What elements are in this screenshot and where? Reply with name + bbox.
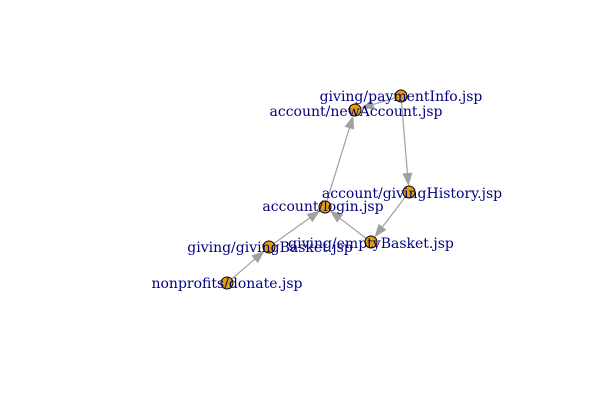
edges-layer (231, 97, 413, 280)
arrowhead-icon (329, 210, 344, 223)
edge-line (273, 216, 312, 245)
arrowhead-icon (374, 223, 387, 238)
node-label-n6: giving/givingBasket.jsp (187, 240, 353, 256)
node-label-n4: account/login.jsp (262, 199, 383, 215)
edge-line (338, 216, 367, 239)
arrowhead-icon (306, 210, 321, 223)
node-n6[interactable] (262, 240, 276, 254)
arrowhead-icon (402, 172, 413, 187)
node-label-n5: giving/emptyBasket.jsp (288, 236, 454, 252)
node-n7[interactable] (220, 276, 234, 290)
arrowhead-icon (344, 115, 355, 130)
edge-n1-to-n2 (360, 97, 396, 110)
node-n4[interactable] (318, 200, 332, 214)
labels-layer: giving/paymentInfo.jspaccount/newAccount… (151, 89, 502, 292)
arrowhead-icon (251, 250, 265, 264)
node-label-n3: account/givingHistory.jsp (322, 186, 502, 202)
edge-n5-to-n4 (329, 210, 367, 239)
node-label-n2: account/newAccount.jsp (270, 104, 443, 120)
edge-line (371, 97, 396, 106)
edge-n7-to-n6 (231, 250, 265, 280)
node-label-n1: giving/paymentInfo.jsp (320, 89, 483, 105)
arrowhead-icon (360, 99, 375, 110)
edge-n3-to-n5 (374, 196, 406, 238)
node-n2[interactable] (348, 103, 362, 117)
edge-line (326, 126, 351, 202)
node-label-n7: nonprofits/donate.jsp (151, 276, 302, 292)
node-n3[interactable] (402, 185, 416, 199)
edge-n6-to-n4 (273, 210, 321, 245)
edge-line (380, 196, 406, 229)
edge-line (400, 101, 409, 176)
node-n5[interactable] (364, 235, 378, 249)
node-n1[interactable] (394, 89, 408, 103)
edge-n4-to-n2 (326, 115, 355, 202)
edge-line (231, 257, 257, 280)
nodes-layer (220, 89, 416, 290)
edge-n1-to-n3 (400, 101, 413, 187)
